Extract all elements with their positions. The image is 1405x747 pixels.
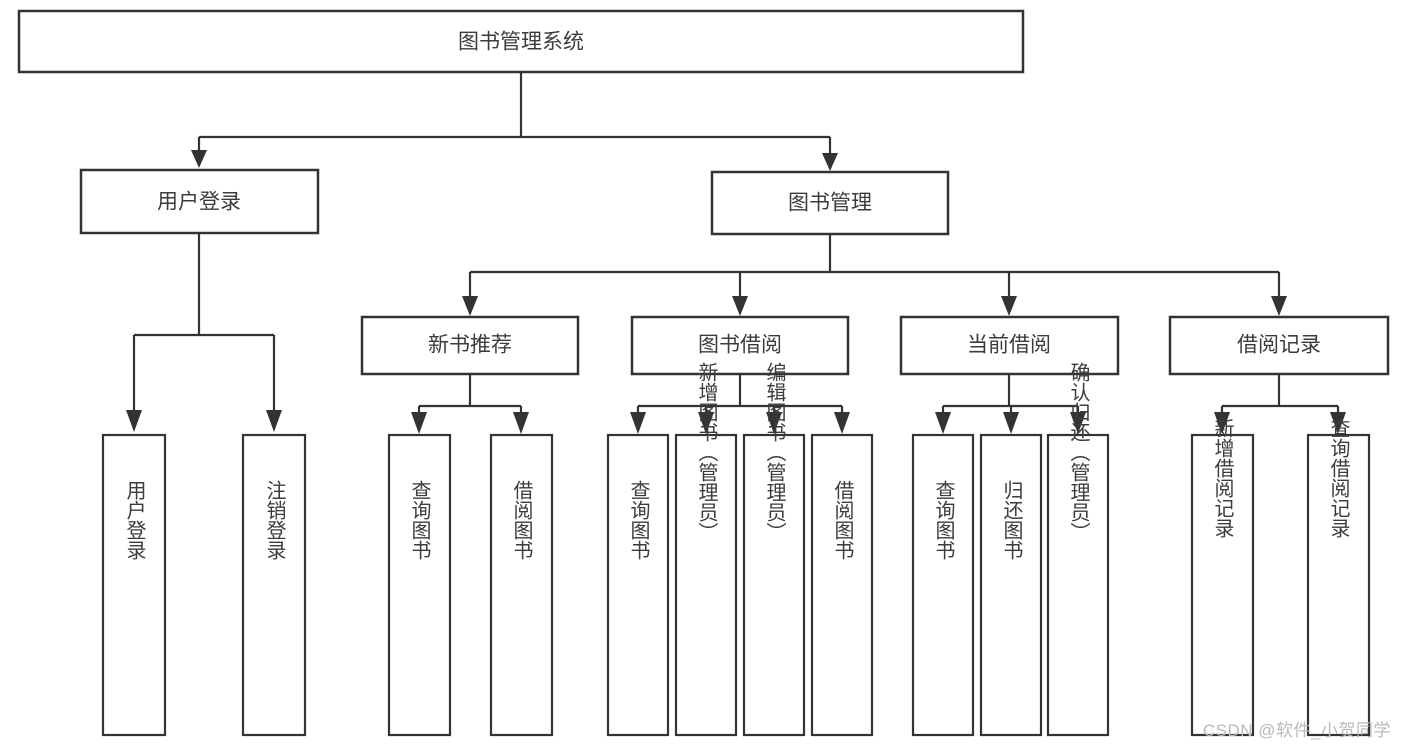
arrowhead-leaf-borrow-add-book [698, 412, 714, 434]
leaf-cur-return-book[interactable]: 归还图书 [979, 433, 1043, 737]
node-book-manage-label: 图书管理 [788, 192, 872, 215]
arrowhead-leaf-user-login [126, 410, 142, 432]
node-root-label: 图书管理系统 [458, 31, 584, 54]
arrowhead-current-borrow [1001, 296, 1017, 316]
node-book-borrow[interactable]: 图书借阅 [630, 315, 850, 376]
leaf-cur-query-book-label: 查询图书 [932, 480, 955, 560]
leaf-borrow-borrow-book-label: 借阅图书 [831, 480, 854, 560]
leaf-cur-confirm-return[interactable]: 确认归还（管理员） [1046, 362, 1110, 737]
node-user-login-label: 用户登录 [157, 191, 241, 214]
node-current-borrow-box[interactable] [899, 315, 1120, 376]
leaf-rec-add-record[interactable]: 新增借阅记录 [1190, 418, 1255, 737]
node-current-borrow-label: 当前借阅 [967, 334, 1051, 357]
leaf-borrow-edit-book[interactable]: 编辑图书（管理员） [742, 362, 806, 737]
node-new-book-recommend-label: 新书推荐 [428, 334, 512, 357]
node-root[interactable]: 图书管理系统 [17, 9, 1025, 74]
leaf-borrow-query-book-box[interactable] [606, 433, 670, 737]
leaf-user-logout[interactable]: 注销登录 [241, 433, 307, 737]
leaf-rec-query-record[interactable]: 查询借阅记录 [1306, 418, 1371, 737]
arrowhead-leaf-rec-borrow-book [513, 412, 529, 434]
node-borrow-record-label: 借阅记录 [1237, 334, 1321, 357]
node-user-login[interactable]: 用户登录 [79, 168, 320, 235]
leaf-borrow-borrow-book[interactable]: 借阅图书 [810, 433, 874, 737]
leaf-rec-query-book[interactable]: 查询图书 [387, 433, 452, 737]
arrowhead-leaf-borrow-borrow-book [834, 412, 850, 434]
leaf-borrow-add-book-label: 新增图书（管理员） [695, 362, 718, 542]
arrowhead-leaf-borrow-edit-book [766, 412, 782, 434]
node-book-manage[interactable]: 图书管理 [710, 170, 950, 236]
arrowhead-borrow-record [1271, 296, 1287, 316]
leaf-cur-confirm-return-box[interactable] [1046, 433, 1110, 737]
leaf-rec-borrow-book-label: 借阅图书 [510, 480, 533, 560]
node-book-manage-box[interactable] [710, 170, 950, 236]
leaf-user-login-label: 用户登录 [123, 480, 146, 560]
connector-layer [126, 72, 1346, 434]
leaf-borrow-query-book-label: 查询图书 [627, 480, 650, 560]
arrowhead-leaf-rec-add-record [1214, 412, 1230, 434]
leaf-user-login-box[interactable] [101, 433, 167, 737]
node-new-book-recommend[interactable]: 新书推荐 [360, 315, 580, 376]
arrowhead-leaf-rec-query-book [411, 412, 427, 434]
arrowhead-leaf-user-logout [266, 410, 282, 432]
arrowhead-book-manage [822, 153, 838, 171]
leaf-user-logout-label: 注销登录 [263, 480, 286, 560]
leaf-borrow-add-book[interactable]: 新增图书（管理员） [674, 362, 738, 737]
leaf-borrow-edit-book-label: 编辑图书（管理员） [763, 362, 786, 542]
node-borrow-record[interactable]: 借阅记录 [1168, 315, 1390, 376]
arrowhead-leaf-cur-return-book [1003, 412, 1019, 434]
leaf-borrow-add-book-box[interactable] [674, 433, 738, 737]
arrowhead-new-book-recommend [462, 296, 478, 316]
leaf-rec-query-record-box[interactable] [1306, 433, 1371, 737]
node-user-login-box[interactable] [79, 168, 320, 235]
leaf-borrow-borrow-book-box[interactable] [810, 433, 874, 737]
node-book-borrow-box[interactable] [630, 315, 850, 376]
leaf-cur-return-book-box[interactable] [979, 433, 1043, 737]
leaf-rec-borrow-book[interactable]: 借阅图书 [489, 433, 554, 737]
node-root-box[interactable] [17, 9, 1025, 74]
leaf-cur-return-book-label: 归还图书 [1000, 480, 1023, 560]
leaf-user-login[interactable]: 用户登录 [101, 433, 167, 737]
leaf-rec-add-record-label: 新增借阅记录 [1211, 418, 1234, 538]
leaf-borrow-query-book[interactable]: 查询图书 [606, 433, 670, 737]
arrowhead-user-login [191, 150, 207, 168]
leaf-rec-query-book-label: 查询图书 [408, 480, 431, 560]
leaf-rec-add-record-box[interactable] [1190, 433, 1255, 737]
leaf-cur-query-book-box[interactable] [911, 433, 975, 737]
leaf-rec-borrow-book-box[interactable] [489, 433, 554, 737]
node-current-borrow[interactable]: 当前借阅 [899, 315, 1120, 376]
arrowhead-leaf-cur-query-book [935, 412, 951, 434]
arrowhead-book-borrow [732, 296, 748, 316]
node-new-book-recommend-box[interactable] [360, 315, 580, 376]
arrowhead-leaf-rec-query-record [1330, 412, 1346, 434]
arrowhead-leaf-borrow-query-book [630, 412, 646, 434]
leaf-rec-query-record-label: 查询借阅记录 [1327, 418, 1350, 538]
node-borrow-record-box[interactable] [1168, 315, 1390, 376]
leaf-user-logout-box[interactable] [241, 433, 307, 737]
leaf-borrow-edit-book-box[interactable] [742, 433, 806, 737]
arrowhead-leaf-cur-confirm-return [1070, 412, 1086, 434]
leaf-cur-query-book[interactable]: 查询图书 [911, 433, 975, 737]
leaf-cur-confirm-return-label: 确认归还（管理员） [1067, 362, 1090, 542]
node-book-borrow-label: 图书借阅 [698, 334, 782, 357]
leaf-rec-query-book-box[interactable] [387, 433, 452, 737]
